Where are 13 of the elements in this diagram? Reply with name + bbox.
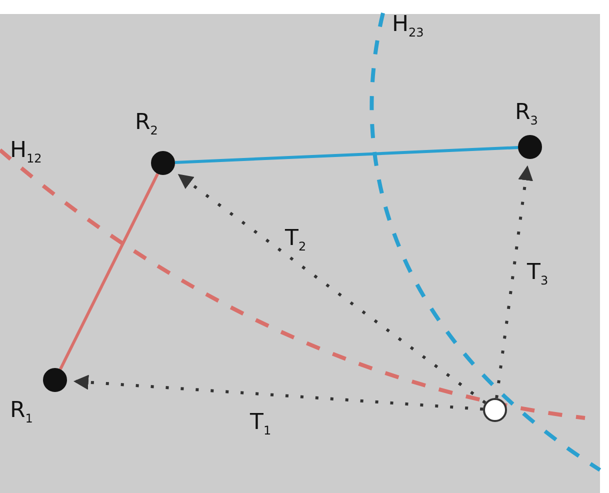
dotted-arrow <box>178 174 486 404</box>
curve-label: H$_{23}$ <box>392 14 424 38</box>
node-label: R$_{3}$ <box>515 102 538 126</box>
curve-label: H$_{12}$ <box>10 140 42 164</box>
edge-label: T$_{2}$ <box>285 228 306 252</box>
dotted-arrow <box>495 165 534 398</box>
edge-label: T$_{1}$ <box>250 412 272 436</box>
dotted-arrow <box>73 374 484 411</box>
connector-line <box>59 173 159 370</box>
node-label: R$_{1}$ <box>10 400 33 424</box>
edge-label: T$_{3}$ <box>527 262 548 286</box>
connector-line <box>174 146 518 164</box>
node-label: R$_{2}$ <box>135 112 158 136</box>
